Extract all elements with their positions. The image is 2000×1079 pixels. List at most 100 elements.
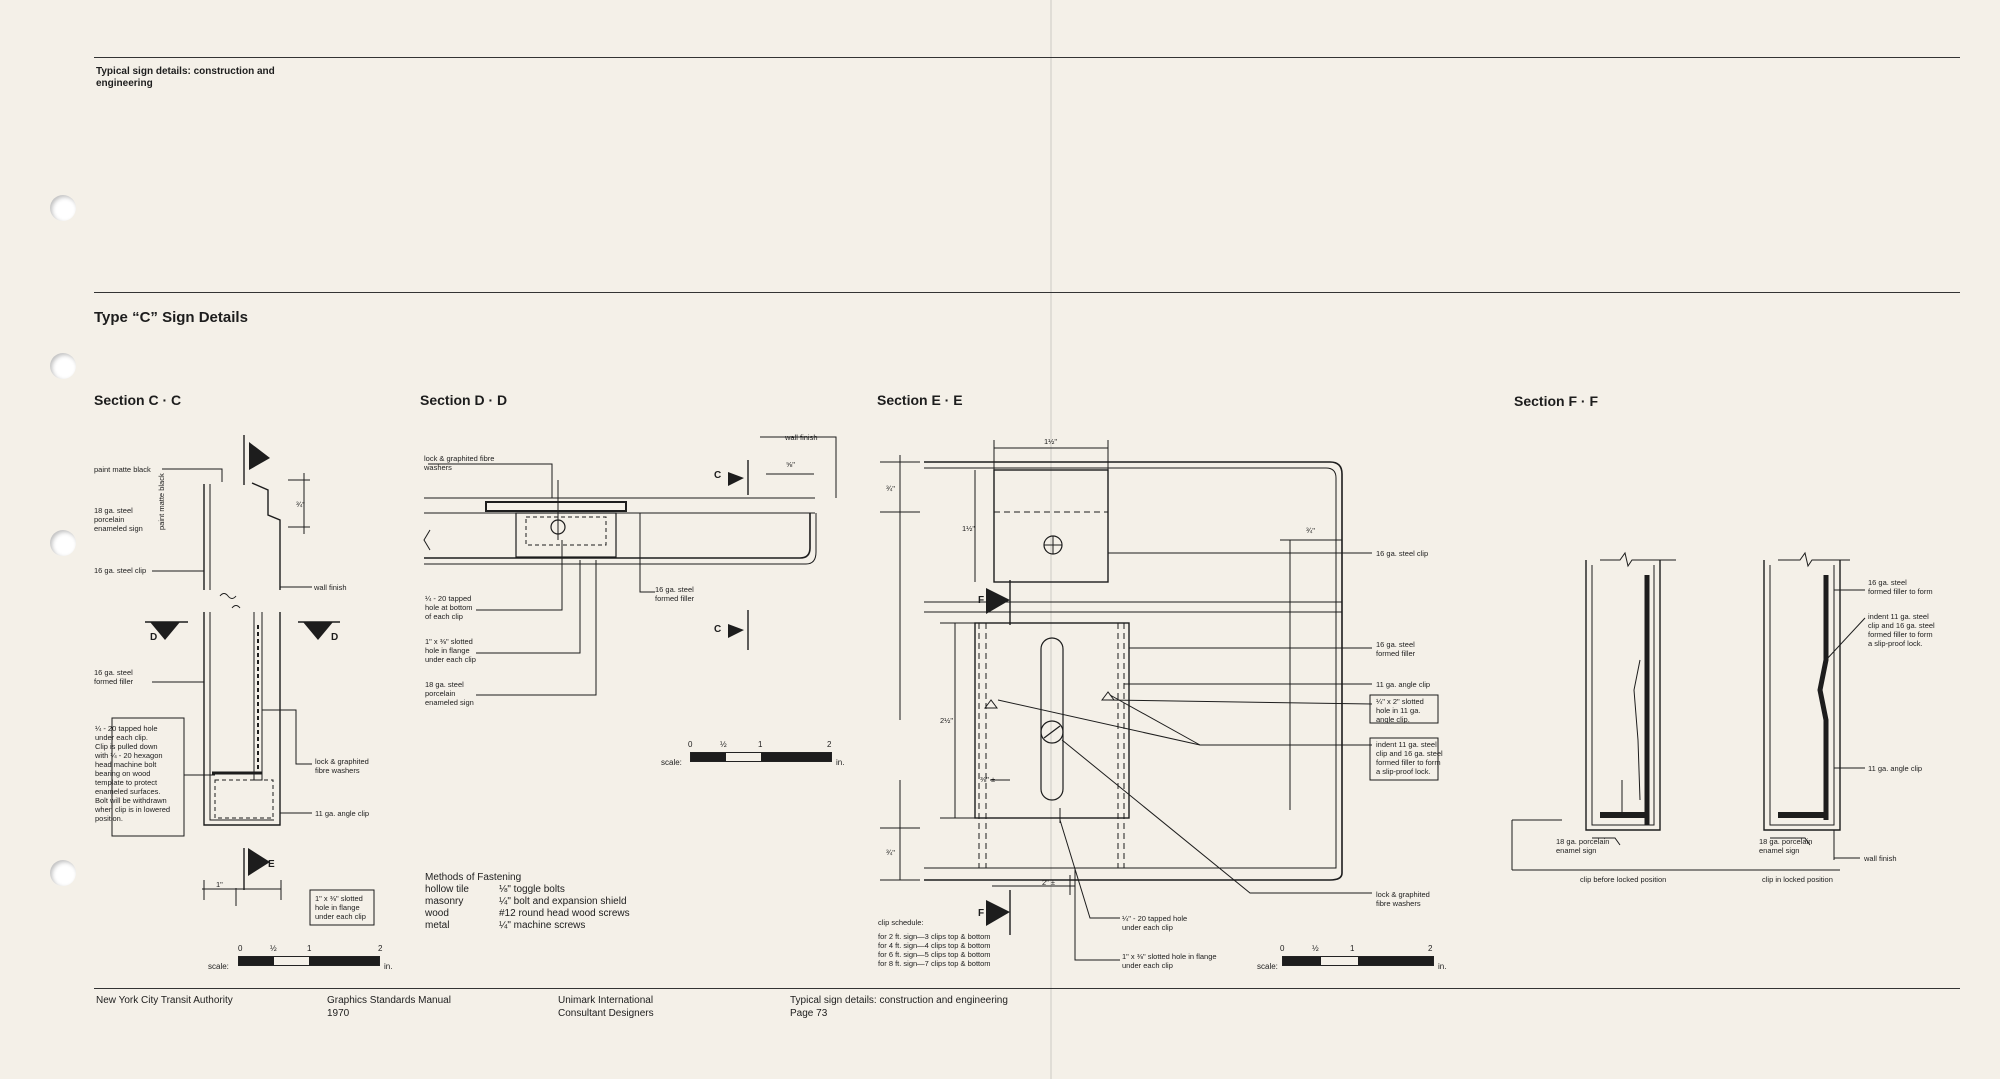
footer-designer-role: Consultant Designers [558,1008,654,1019]
running-header: Typical sign details: construction and e… [96,66,275,89]
label-wall-finish-ff: wall finish [1864,854,1897,863]
marker-f-bottom: F [978,908,985,919]
label-steel-clip-ee: 16 ga. steel clip [1376,549,1429,558]
scale-tick: 1 [307,944,312,953]
dim-ee-left-bottom: ¾" [886,848,895,857]
page-spine [1050,0,1052,1079]
scale-tick: 2 [378,944,383,953]
label-lock-washers-ee: lock & graphited fibre washers [1376,890,1430,908]
label-steel-clip: 16 ga. steel clip [94,566,147,575]
title-rule [94,292,1960,293]
label-indent-note-ee: indent 11 ga. steel clip and 16 ga. stee… [1376,740,1443,776]
label-angle-clip: 11 ga. angle clip [315,809,370,818]
marker-e: E [268,859,275,870]
method-material: metal [425,920,450,931]
label-lock-washers: lock & graphited fibre washers [315,757,369,775]
section-cc-title: Section C · C [94,392,182,408]
method-row: wood #12 round head wood screws [425,908,725,920]
clip-schedule-title: clip schedule: [878,918,924,927]
label-tapped-hole-note: ¼ - 20 tapped hole under each clip. Clip… [95,724,171,823]
dim-ee-left-top: ¾" [886,484,895,493]
footer-page-number: Page 73 [790,1008,828,1019]
scale-graphic [238,956,380,966]
scale-tick: 1 [758,740,763,749]
method-fastener: #12 round head wood screws [499,908,630,919]
scale-unit: in. [384,962,393,971]
footer-authority: New York City Transit Authority [96,995,233,1006]
binder-hole [50,353,76,379]
methods-heading: Methods of Fastening [425,872,522,883]
label-angle-clip-ee: 11 ga. angle clip [1376,680,1431,689]
scale-label: scale: [661,758,682,767]
scale-tick: ½ [720,740,727,749]
method-row: masonry ¼" bolt and expansion shield [425,896,725,908]
label-paint-matte-black: paint matte black [94,465,151,474]
binder-hole [50,530,76,556]
marker-d-left: D [150,632,158,643]
label-slotted-hole-dd: 1" x ⅜" slotted hole in flange under eac… [425,637,476,664]
label-wall-finish-dd: wall finish [785,433,818,442]
scale-unit: in. [836,758,845,767]
section-ee-drawing [880,440,1439,961]
scale-graphic [690,752,832,762]
caption-before: clip before locked position [1580,875,1667,884]
scale-tick: ½ [1312,944,1319,953]
scale-bar-cc: 0 ½ 1 2 scale: in. [208,944,418,974]
label-formed-filler-ff: 16 ga. steel formed filler to form [1868,578,1933,596]
method-fastener: ¼" bolt and expansion shield [499,896,627,907]
method-fastener: ⅛" toggle bolts [499,884,565,895]
dim-ee-right: ¾" [1306,526,1315,535]
label-tapped-hole-dd: ¼ - 20 tapped hole at bottom of each cli… [425,594,473,621]
label-porcelain-right: 18 ga. porcelain enamel sign [1759,837,1813,855]
section-ee-title: Section E · E [877,392,963,408]
footer-designer: Unimark International Consultant Designe… [558,994,654,1020]
label-porcelain-sign-dd: 18 ga. steel porcelain enameled sign [425,680,474,707]
scale-label: scale: [208,962,229,971]
dim-ee-inner: ⅜" ± [980,775,996,784]
footer-manual: Graphics Standards Manual 1970 [327,994,451,1020]
marker-f-top: F [978,595,985,606]
section-cc-drawing [111,435,375,926]
dim-ee-top: 1½" [1044,437,1058,446]
label-lock-washers-dd: lock & graphited fibre washers [424,454,495,472]
scale-tick: 0 [238,944,243,953]
scale-label: scale: [1257,962,1278,971]
section-ff-drawing [1511,551,1866,871]
label-formed-filler-dd: 16 ga. steel formed filler [655,585,695,603]
footer-designer-name: Unimark International [558,995,654,1006]
marker-c-top: C [714,470,722,481]
method-fastener: ¼" machine screws [499,920,586,931]
scale-graphic [1282,956,1434,966]
section-dd-title: Section D · D [420,392,508,408]
label-slotted-flange-ee: 1" x ⅜" slotted hole in flange under eac… [1122,952,1217,970]
dim-five-eighths: ⅝" [786,460,795,469]
dim-ee-left-big: 2½" [940,716,954,725]
label-formed-filler-ee: 16 ga. steel formed filler [1376,640,1416,658]
label-wall-finish: wall finish [314,583,347,592]
binder-hole [50,860,76,886]
method-material: wood [425,908,449,919]
dim-one-inch: 1" [216,880,223,889]
clip-schedule: for 2 ft. sign—3 clips top & bottom for … [878,932,991,968]
label-porcelain-left: 18 ga. porcelain enamel sign [1556,837,1610,855]
scale-tick: 2 [1428,944,1433,953]
page-title: Type “C” Sign Details [94,309,248,326]
label-paint-matte-black-vertical: paint matte black [157,473,166,530]
footer-manual-title: Graphics Standards Manual [327,995,451,1006]
label-porcelain-sign: 18 ga. steel porcelain enameled sign [94,506,143,533]
marker-d-right: D [331,632,339,643]
footer-page-info: Typical sign details: construction and e… [790,994,1008,1020]
scale-tick: 0 [688,740,693,749]
scale-unit: in. [1438,962,1447,971]
method-material: masonry [425,896,464,907]
dim-ee-left-mid: 1½" [962,524,976,533]
scale-bar-ee: 0 ½ 1 2 scale: in. [1257,944,1462,974]
marker-c-bottom: C [714,624,722,635]
dim-ee-bottom: 2" ± [1042,878,1056,887]
scale-tick: 1 [1350,944,1355,953]
dim-three-quarter: ¾" [296,500,305,509]
scale-tick: 2 [827,740,832,749]
binder-hole [50,195,76,221]
